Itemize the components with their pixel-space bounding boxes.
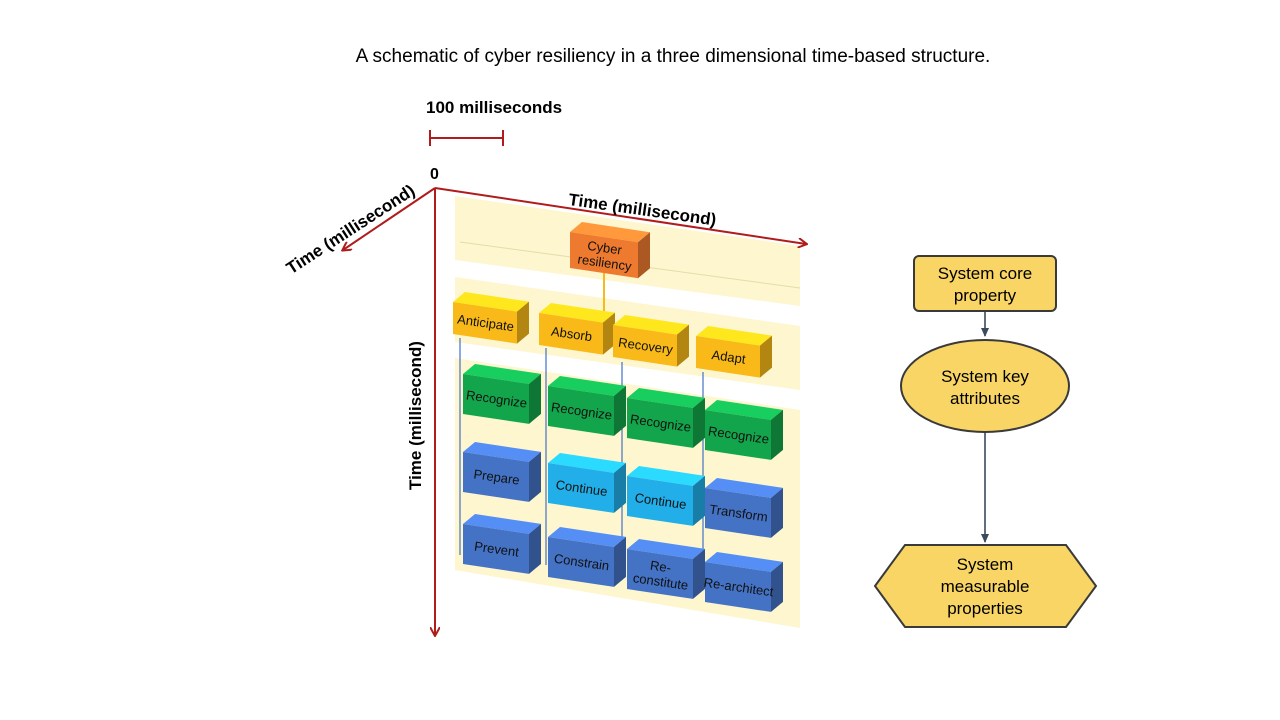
box-phase-4-side-face: [760, 335, 772, 378]
box-r2-c4-side-face: [771, 487, 783, 538]
box-r2-c3-top-face: [627, 466, 705, 486]
box-cyber-resiliency-side-face: [638, 232, 650, 279]
box-r1-c2: Recognize: [548, 376, 626, 436]
box-r2-c2-side-face: [614, 462, 626, 513]
box-r3-c3-top-face: [627, 539, 705, 559]
box-r2-c3-front-face: [627, 476, 693, 526]
box-r3-c4-top-face: [705, 552, 783, 572]
box-r1-c3-top-face: [627, 388, 705, 408]
box-r2-c2-top-face: [548, 453, 626, 473]
box-r1-c3-side-face: [693, 397, 705, 448]
box-r2-c3-side-face: [693, 475, 705, 526]
box-r2-c4-top-face: [705, 478, 783, 498]
legend-key-ellipse: [900, 339, 1070, 433]
box-cyber-resiliency-top-face: [570, 222, 650, 243]
box-phase-2-label: Absorb: [550, 324, 593, 345]
box-r3-c2: Constrain: [548, 527, 626, 587]
box-cyber-resiliency-front-face: [570, 232, 638, 279]
box-r3-c2-top-face: [548, 527, 626, 547]
box-r1-c2-side-face: [614, 385, 626, 436]
box-r2-c2: Continue: [548, 453, 626, 513]
box-r3-c1-front-face: [463, 524, 529, 574]
legend-key-text-1: System key: [941, 367, 1029, 386]
box-phase-1-front-face: [453, 302, 517, 344]
box-phase-2-top-face: [539, 303, 615, 323]
legend-measurable-text-2: measurable: [941, 577, 1030, 596]
box-phase-3-front-face: [613, 325, 677, 367]
axis-top-arrow: [434, 187, 806, 244]
box-r1-c1-side-face: [529, 373, 541, 424]
legend-core-box: [913, 255, 1057, 312]
box-r2-c2-label: Continue: [555, 477, 609, 499]
box-phase-1-top-face: [453, 292, 529, 312]
box-phase-4: Adapt: [696, 326, 772, 378]
box-r3-c3-label: Re-: [649, 558, 672, 576]
box-r2-c1-side-face: [529, 451, 541, 502]
axes: [343, 187, 806, 635]
box-r1-c2-front-face: [548, 386, 614, 436]
box-r3-c4-side-face: [771, 561, 783, 612]
box-r2-c4: Transform: [705, 478, 783, 538]
box-phase-3-top-face: [613, 315, 689, 335]
box-r1-c1-front-face: [463, 374, 529, 424]
box-r3-c1-top-face: [463, 514, 541, 534]
box-r3-c4-front-face: [705, 562, 771, 612]
legend-measurable-hexagon: [873, 544, 1098, 628]
legend-core-text-2: property: [954, 286, 1017, 305]
legend-flowchart: System core property System key attribut…: [873, 255, 1098, 628]
box-r2-c1-label: Prepare: [473, 466, 521, 487]
box-r2-c3: Continue: [627, 466, 705, 526]
box-r3-c3-side-face: [693, 548, 705, 599]
box-r3-c4: Re-architect: [703, 552, 783, 612]
box-r1-c4: Recognize: [705, 400, 783, 460]
box-phase-2-front-face: [539, 313, 603, 355]
legend-measurable-text-3: properties: [947, 599, 1023, 618]
box-phase-1-side-face: [517, 301, 529, 344]
box-r2-c1-front-face: [463, 452, 529, 502]
legend-core-text-1: System core: [938, 264, 1032, 283]
box-r3-c1-label: Prevent: [473, 538, 520, 559]
box-r1-c4-side-face: [771, 409, 783, 460]
box-r1-c3-front-face: [627, 398, 693, 448]
box-r2-c3-label: Continue: [634, 490, 688, 512]
box-r2-c1: Prepare: [463, 442, 541, 502]
box-r3-c2-front-face: [548, 537, 614, 587]
box-r1-c2-top-face: [548, 376, 626, 396]
box-r1-c4-top-face: [705, 400, 783, 420]
scale-label: 100 milliseconds: [426, 98, 563, 117]
box-phase-3-side-face: [677, 324, 689, 367]
box-r3-c3-front-face: [627, 549, 693, 599]
box-phase-2-side-face: [603, 312, 615, 355]
axis-label-vertical: Time (millisecond): [406, 341, 425, 490]
scale-bar: [429, 130, 504, 146]
box-r1-c1-top-face: [463, 364, 541, 384]
box-phase-4-label: Adapt: [711, 347, 747, 367]
box-r3-c1-side-face: [529, 523, 541, 574]
axis-diagonal-arrow: [343, 187, 436, 250]
box-cyber-resiliency-label: Cyber: [586, 238, 623, 258]
box-r1-c1: Recognize: [463, 364, 541, 424]
box-r2-c1-top-face: [463, 442, 541, 462]
legend-measurable-text-1: System: [957, 555, 1014, 574]
box-r1-c3: Recognize: [627, 388, 705, 448]
box-phase-2: Absorb: [539, 303, 615, 355]
box-r2-c4-front-face: [705, 488, 771, 538]
box-r3-c2-side-face: [614, 536, 626, 587]
diagram-title: A schematic of cyber resiliency in a thr…: [355, 46, 991, 67]
box-phase-1: Anticipate: [453, 292, 529, 344]
box-r3-c1: Prevent: [463, 514, 541, 574]
box-phase-3: Recovery: [613, 315, 689, 367]
box-r1-c4-front-face: [705, 410, 771, 460]
box-phase-4-top-face: [696, 326, 772, 346]
box-phase-4-front-face: [696, 336, 760, 378]
box-r2-c2-front-face: [548, 463, 614, 513]
legend-key-text-2: attributes: [950, 389, 1020, 408]
origin-label: 0: [430, 166, 439, 183]
box-r3-c3: Re-constitute: [627, 539, 705, 599]
